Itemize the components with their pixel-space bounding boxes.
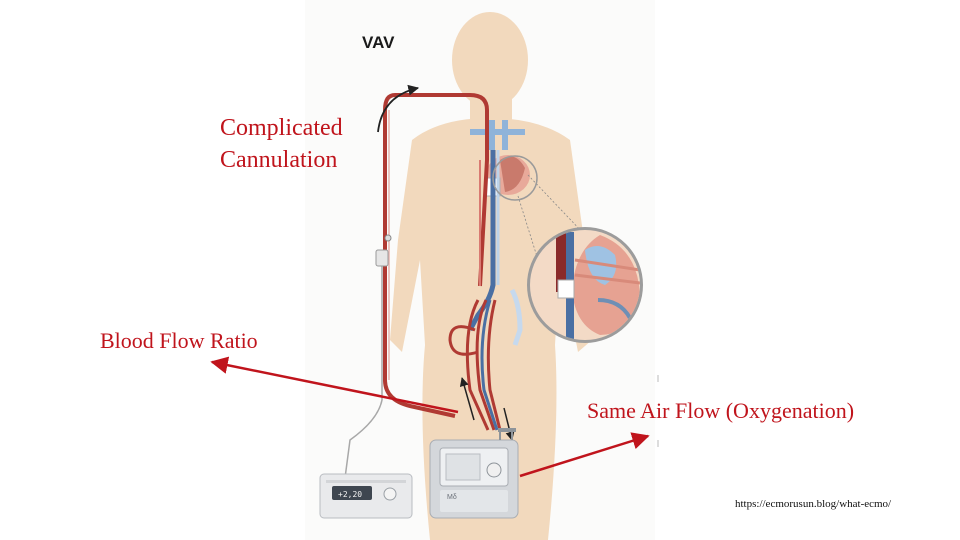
zoomed-heart (527, 227, 643, 343)
cannulation-label: Complicated Cannulation (220, 115, 343, 173)
pump-console-icon (319, 473, 413, 519)
flow-arrow-top (377, 84, 420, 133)
blood-flow-arrow (210, 356, 459, 414)
console-readout: +2,20 (338, 490, 363, 499)
diagram-title: VAV (362, 33, 395, 52)
flow-sensor (375, 249, 389, 267)
flow-arrow-bottom-up (459, 377, 475, 421)
arterial-return-line (383, 93, 489, 418)
air-flow-arrow (519, 432, 650, 478)
console-cable (344, 265, 383, 479)
venous-cannula (467, 150, 496, 332)
oxygenator-brand: Mδ (447, 494, 457, 501)
magnifier-icon (492, 155, 538, 201)
blood-flow-label: Blood Flow Ratio (100, 328, 258, 353)
tubing-bundle (465, 299, 502, 431)
femoral-loop (448, 325, 479, 356)
air-flow-label: Same Air Flow (Oxygenation) (587, 398, 855, 423)
flow-arrow-bottom-down (503, 407, 515, 441)
oxygenator-icon (429, 428, 519, 519)
source-link[interactable]: https://ecmorusun.blog/what-ecmo/ (735, 498, 892, 510)
